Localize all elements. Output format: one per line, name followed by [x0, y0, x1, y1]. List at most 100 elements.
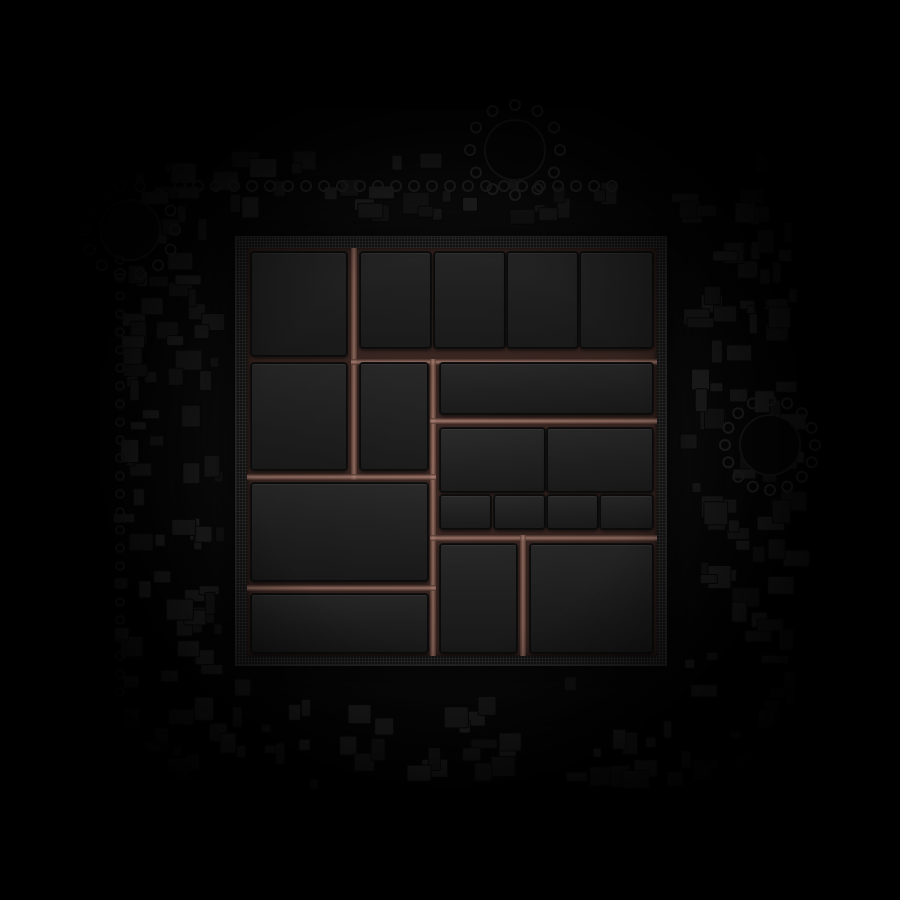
board-component — [709, 382, 724, 393]
die-block-top-1 — [360, 252, 431, 348]
board-component — [703, 286, 721, 305]
board-component — [176, 640, 200, 658]
board-component — [165, 598, 194, 621]
board-component — [767, 306, 791, 329]
board-component — [706, 651, 719, 661]
die-block-bottom-center — [440, 544, 517, 653]
board-component — [339, 735, 358, 756]
board-component — [695, 204, 717, 217]
die-block-center-small — [360, 363, 428, 470]
board-component — [124, 707, 139, 728]
die-block-top-2 — [434, 252, 505, 348]
copper-channel-v3 — [520, 535, 526, 656]
board-component — [200, 664, 224, 675]
board-component — [138, 580, 152, 599]
via-ring — [809, 439, 821, 451]
board-component — [622, 770, 650, 789]
die-block-top-left — [251, 252, 347, 356]
board-component — [778, 628, 794, 651]
board-component — [391, 154, 403, 171]
board-component — [767, 538, 786, 560]
board-component — [215, 526, 226, 543]
board-component — [194, 525, 213, 543]
board-component — [357, 202, 384, 219]
board-component — [752, 545, 766, 563]
board-component — [171, 518, 197, 536]
copper-channel-h2 — [247, 474, 436, 480]
board-component — [663, 720, 673, 739]
die-block-cache-1 — [440, 495, 491, 529]
board-component — [760, 654, 789, 664]
board-component — [713, 305, 737, 323]
board-component — [565, 771, 588, 782]
board-component — [148, 276, 169, 287]
chip-die — [247, 248, 657, 656]
board-component — [592, 747, 602, 758]
board-component — [726, 344, 752, 362]
board-component — [154, 772, 176, 787]
board-component — [275, 742, 285, 765]
board-component — [730, 730, 742, 740]
board-component — [441, 189, 452, 203]
board-component — [204, 591, 216, 615]
board-component — [462, 747, 482, 762]
board-component — [170, 162, 197, 184]
board-component — [122, 363, 148, 377]
board-component — [167, 367, 184, 386]
board-component — [132, 488, 145, 507]
board-component — [735, 539, 751, 551]
board-component — [298, 738, 311, 751]
board-component — [748, 313, 758, 335]
board-component — [140, 297, 164, 316]
board-component — [234, 678, 252, 697]
copper-channel-h3 — [430, 418, 657, 424]
board-component — [691, 482, 702, 493]
board-component — [783, 221, 793, 243]
board-component — [160, 670, 179, 682]
board-component — [431, 207, 443, 221]
board-component — [141, 409, 160, 420]
board-component — [149, 435, 165, 447]
copper-channel-v2 — [430, 359, 436, 656]
board-component — [406, 764, 432, 782]
board-component — [185, 753, 200, 771]
board-component — [783, 671, 796, 691]
board-component — [474, 762, 493, 782]
board-component — [128, 533, 154, 552]
board-component — [419, 152, 443, 169]
board-component — [203, 454, 221, 478]
board-component — [370, 738, 386, 761]
board-component — [153, 727, 169, 745]
board-component — [219, 732, 237, 754]
board-component — [729, 388, 748, 403]
board-component — [686, 317, 715, 329]
board-component — [680, 750, 691, 769]
board-component — [153, 570, 172, 584]
board-component — [739, 189, 764, 204]
board-component — [755, 150, 771, 174]
via-ring — [509, 99, 521, 111]
board-component — [129, 421, 147, 431]
board-component — [122, 675, 140, 689]
chip-package — [235, 236, 667, 666]
board-component — [758, 709, 776, 729]
mounting-hole — [99, 199, 161, 261]
board-component — [111, 742, 127, 760]
board-component — [309, 778, 319, 790]
board-component — [772, 261, 782, 284]
board-component — [477, 695, 497, 716]
board-component — [756, 618, 784, 632]
board-component — [168, 709, 195, 726]
board-component — [154, 533, 166, 547]
board-component — [443, 706, 469, 729]
board-component — [288, 703, 302, 721]
board-component — [193, 696, 214, 721]
board-component — [462, 196, 478, 212]
board-component — [750, 241, 761, 261]
board-component — [734, 202, 756, 224]
board-component — [121, 335, 146, 349]
board-component — [746, 305, 756, 315]
die-block-right-bar — [440, 363, 653, 414]
board-component — [612, 728, 627, 750]
board-component — [232, 706, 243, 728]
